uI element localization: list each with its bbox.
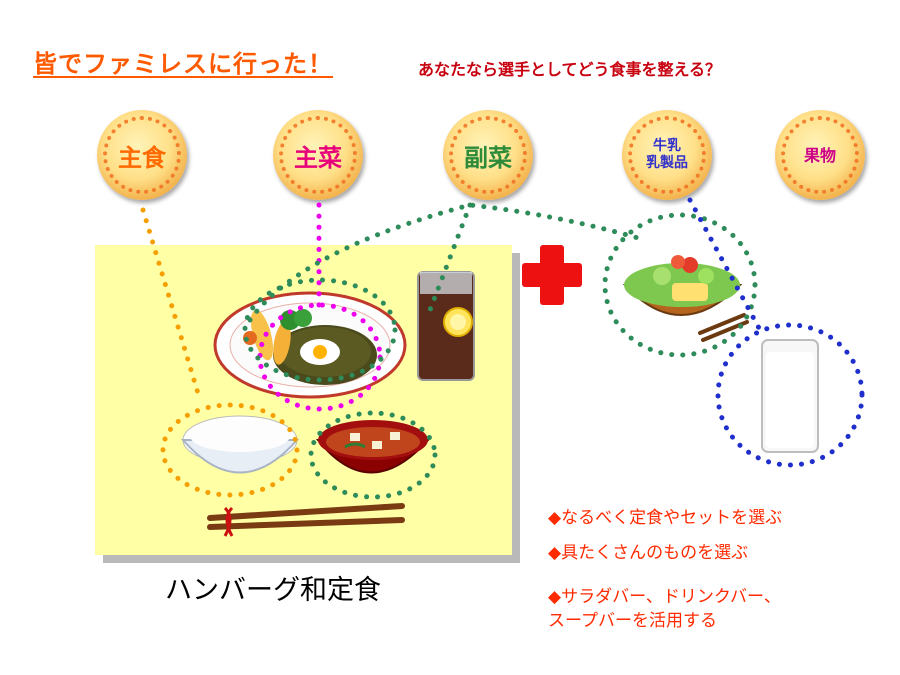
salad-bowl-illustration [622,255,749,342]
tip-item: スープバーを活用する [548,611,717,631]
dairy-connector [687,197,865,468]
plate-label-shushoku: 主食 [118,143,166,172]
plate-shushoku: 主食 [97,110,187,200]
plate-fukusai: 副菜 [443,110,533,200]
iced-tea-illustration [417,271,475,381]
plate-label-dairy-line2: 乳製品 [646,155,688,171]
hamburg-plate-illustration [213,291,407,399]
plate-label-dairy: 牛乳 乳製品 [646,138,688,172]
milk-glass-illustration [761,339,819,453]
meal-caption: ハンバーグ和定食 [165,575,381,606]
tip-item: ◆サラダバー、ドリンクバー、 [548,587,781,607]
miso-soup-illustration [315,420,431,474]
plate-fruit: 果物 [775,110,865,200]
shushoku-connector [140,207,300,498]
tip-item: ◆なるべく定食やセットを選ぶ [548,508,783,528]
plate-label-dairy-line1: 牛乳 [653,138,681,154]
plate-label-shusai: 主菜 [294,143,342,172]
tip-item: ◆具たくさんのものを選ぶ [548,543,749,563]
page-subtitle: あなたなら選手としてどう食事を整える？ [418,60,722,79]
fukusai-connector [242,202,758,500]
rice-bowl-illustration [180,415,300,474]
plate-shusai: 主菜 [273,110,363,200]
plate-label-fruit: 果物 [803,145,836,165]
chopsticks-illustration [207,503,405,537]
plate-dairy: 牛乳 乳製品 [622,110,712,200]
page-title: 皆でファミレスに行った！ [33,50,333,78]
plate-label-fukusai: 副菜 [464,143,512,172]
plus-icon [522,245,582,305]
